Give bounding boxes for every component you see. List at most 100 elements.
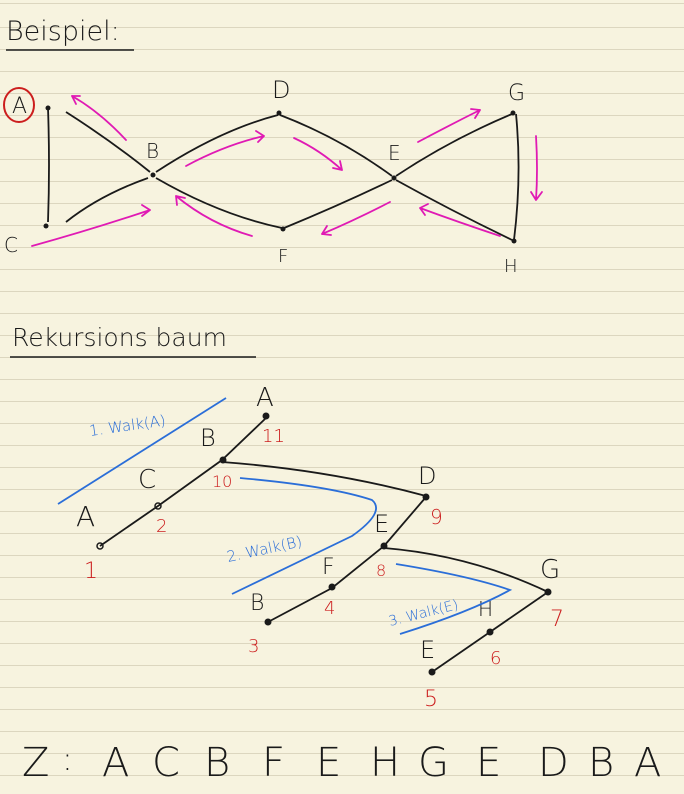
tree-node-d bbox=[422, 493, 430, 501]
result-item: G bbox=[418, 740, 449, 786]
tree-node-c bbox=[154, 502, 162, 510]
vertex-d bbox=[276, 110, 282, 116]
edge-a-c bbox=[47, 107, 50, 223]
tree-label-e-low: E bbox=[420, 636, 435, 664]
graph-label-c: C bbox=[4, 233, 18, 257]
traversal-arrows bbox=[31, 95, 543, 247]
order-number-b-low: 3 bbox=[248, 636, 259, 657]
order-number-g: 7 bbox=[550, 607, 564, 632]
order-number-d: 9 bbox=[430, 505, 443, 529]
result-item: C bbox=[152, 740, 180, 786]
tree-node-h bbox=[486, 628, 494, 636]
result-item: E bbox=[476, 740, 501, 786]
tree-spine-a-c-b-a bbox=[99, 417, 267, 547]
edge-c-b bbox=[65, 177, 149, 223]
tree-label-d: D bbox=[418, 462, 436, 490]
edge-f-e bbox=[283, 179, 393, 229]
tree-node-f bbox=[328, 583, 336, 591]
walk-brackets bbox=[57, 397, 513, 635]
arrow-c-to-b bbox=[31, 204, 151, 247]
result-item: F bbox=[262, 740, 285, 786]
graph-label-b: B bbox=[146, 139, 159, 163]
walk-e-label: 3. Walk(E) bbox=[387, 597, 460, 630]
tree-edges bbox=[99, 417, 549, 673]
vertex-a bbox=[45, 105, 51, 111]
vertex-e bbox=[391, 175, 397, 181]
tree-node-a-top bbox=[262, 412, 270, 420]
edge-a-b bbox=[65, 111, 151, 173]
result-sequence: Z : A C B F E H G E D B A bbox=[22, 740, 661, 786]
edge-g-h bbox=[513, 113, 520, 241]
result-item: H bbox=[370, 740, 400, 786]
graph-label-e: E bbox=[388, 141, 401, 165]
graph-label-d: D bbox=[272, 76, 290, 104]
tree-label-f: F bbox=[322, 555, 335, 580]
order-number-h: 6 bbox=[490, 648, 501, 669]
tree-nodes bbox=[96, 412, 552, 676]
walk-a-label: 1. Walk(A) bbox=[88, 411, 167, 440]
result-item: D bbox=[538, 740, 569, 786]
result-item: A bbox=[634, 740, 661, 786]
tree-label-g: G bbox=[540, 555, 560, 585]
tree-edge-e-g bbox=[383, 547, 549, 593]
vertex-g bbox=[510, 110, 516, 116]
result-item: A bbox=[102, 740, 129, 786]
graph-label-f: F bbox=[278, 246, 288, 267]
vertex-h bbox=[511, 238, 517, 244]
arrow-f-to-b bbox=[175, 195, 253, 237]
order-number-e: 8 bbox=[376, 561, 386, 580]
order-number-e-low: 5 bbox=[424, 687, 438, 712]
walk-a-bracket bbox=[57, 397, 227, 505]
result-label: Z bbox=[22, 740, 49, 786]
tree-label-a-top: A bbox=[256, 383, 274, 413]
tree-edge-d-e bbox=[383, 496, 427, 547]
arrow-d-to-e bbox=[293, 137, 343, 171]
arrow-e-to-f bbox=[321, 201, 391, 236]
graph-edges bbox=[47, 107, 520, 241]
order-number-a-top: 11 bbox=[262, 426, 285, 447]
vertex-f bbox=[280, 226, 286, 232]
tree-node-a-low bbox=[96, 542, 104, 550]
graph-label-a: A bbox=[12, 94, 27, 119]
walk-b-label: 2. Walk(B) bbox=[225, 532, 304, 566]
order-number-b: 10 bbox=[212, 472, 232, 491]
start-node-circle bbox=[3, 87, 35, 123]
tree-node-e bbox=[380, 542, 388, 550]
graph-label-h: H bbox=[504, 256, 518, 277]
tree-label-a-low: A bbox=[76, 500, 95, 533]
tree-node-e-low bbox=[428, 668, 436, 676]
graph-vertices bbox=[43, 105, 517, 244]
tree-label-c: C bbox=[138, 465, 156, 495]
walk-e-bracket bbox=[395, 563, 513, 635]
tree-node-g bbox=[544, 588, 552, 596]
result-item: B bbox=[204, 740, 230, 786]
edge-e-g bbox=[395, 113, 513, 177]
arrow-b-to-d bbox=[185, 130, 265, 167]
vertex-c bbox=[43, 223, 49, 229]
tree-edge-b-d bbox=[221, 461, 427, 497]
order-number-f: 4 bbox=[324, 598, 335, 619]
graph-label-g: G bbox=[508, 81, 525, 106]
arrow-e-to-g bbox=[417, 108, 481, 143]
tree-node-b-low bbox=[264, 618, 272, 626]
vertex-b bbox=[150, 172, 156, 178]
result-item: E bbox=[316, 740, 341, 786]
result-item: B bbox=[588, 740, 614, 786]
arrow-b-to-a bbox=[71, 95, 127, 141]
arrow-h-to-e bbox=[419, 203, 501, 237]
walk-b-bracket bbox=[231, 477, 377, 595]
tree-label-b: B bbox=[200, 424, 216, 452]
edge-e-h bbox=[395, 179, 513, 241]
order-number-a-low: 1 bbox=[84, 559, 98, 584]
edge-b-d bbox=[155, 114, 279, 173]
tree-node-b bbox=[219, 456, 227, 464]
example-heading: Beispiel: bbox=[6, 16, 120, 47]
order-number-c: 2 bbox=[156, 516, 167, 537]
result-separator: : bbox=[62, 740, 73, 778]
tree-label-b-low: B bbox=[250, 591, 264, 616]
arrow-g-to-h bbox=[530, 135, 543, 201]
tree-label-e: E bbox=[374, 510, 389, 538]
edge-b-f bbox=[155, 177, 283, 229]
